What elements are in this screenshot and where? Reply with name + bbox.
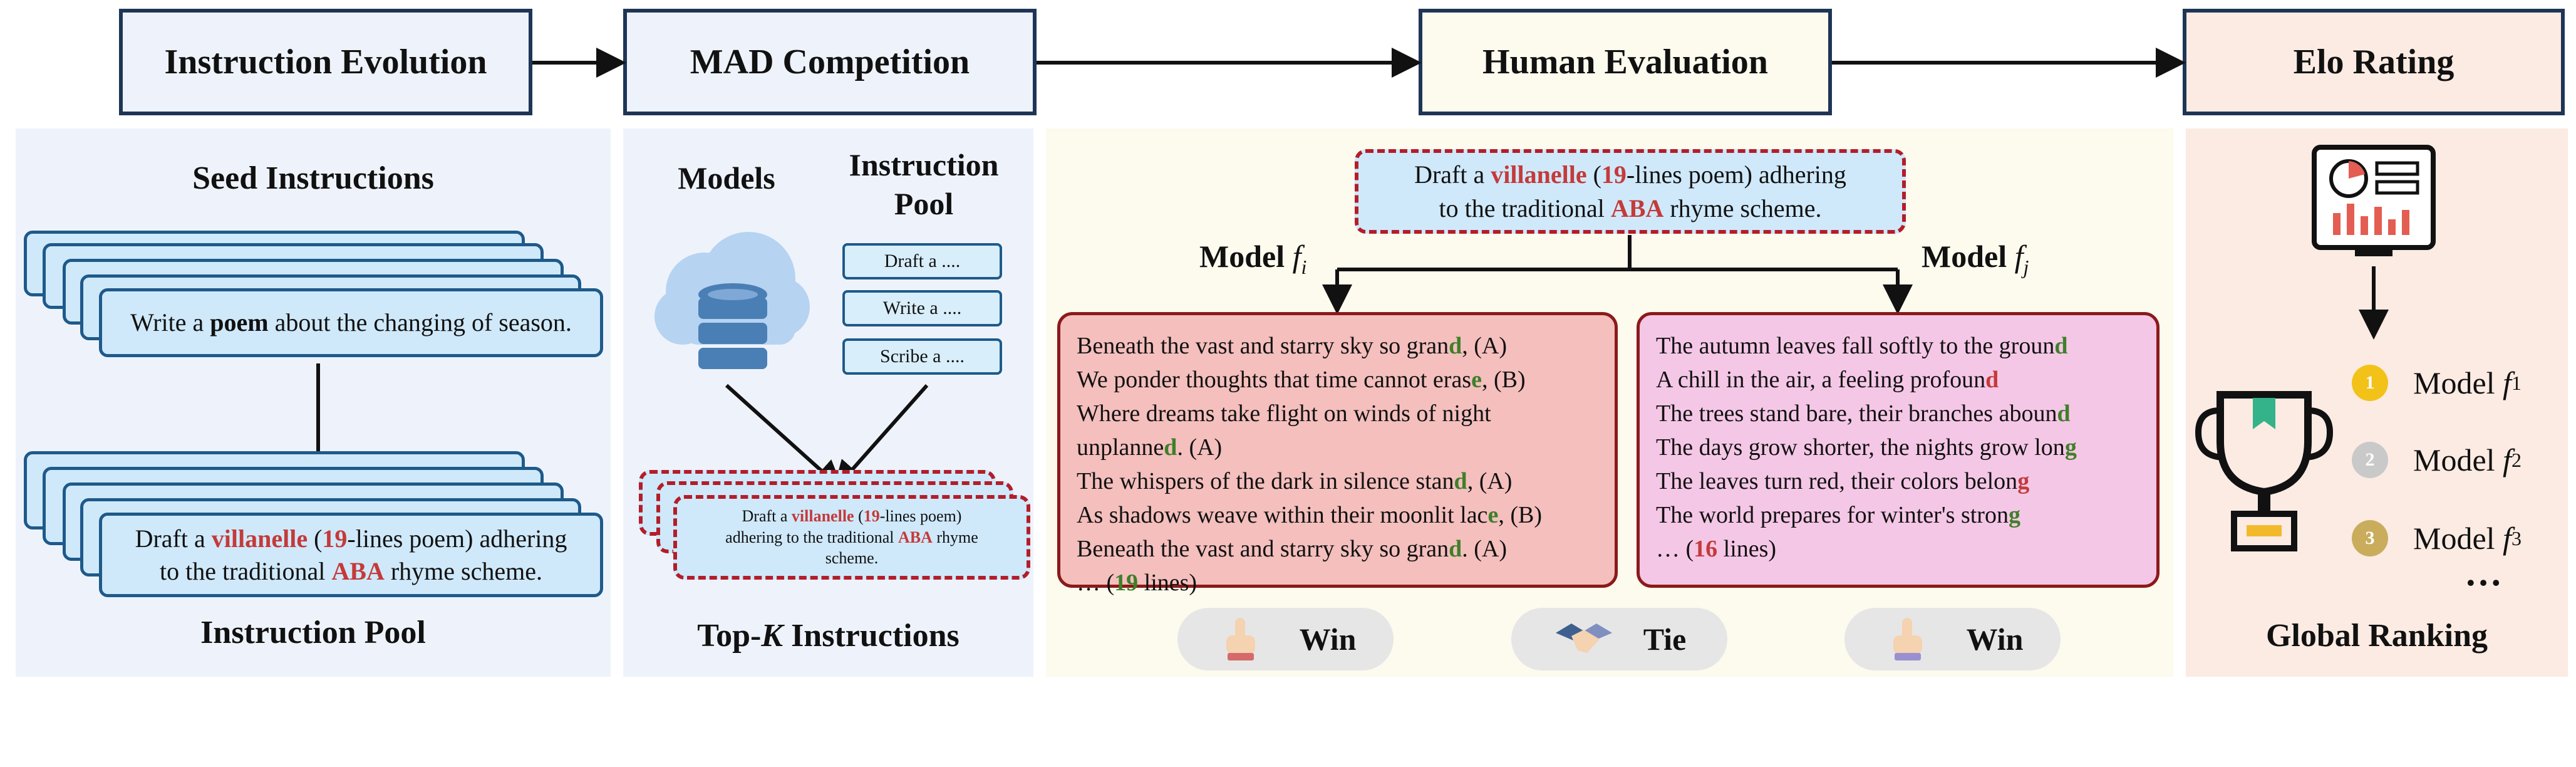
ranking-ellipsis: … xyxy=(2465,552,2502,593)
seed-instructions-title: Seed Instructions xyxy=(192,160,434,196)
bronze-medal-icon: 3 xyxy=(2352,520,2388,556)
win-right-button[interactable]: Win xyxy=(1844,608,2061,670)
arrow-pool-to-topk xyxy=(833,384,929,491)
response-line: The autumn leaves fall softly to the gro… xyxy=(1656,333,2068,359)
handshake-icon xyxy=(1555,624,1612,653)
topk-instruction-card: Draft a villanelle (19-lines poem)adheri… xyxy=(673,495,1030,580)
instruction-pool-title: Instruction Pool xyxy=(200,615,426,650)
topk-instructions-title: Top-K Instructions xyxy=(697,618,960,654)
arrow-instruction-to-responses xyxy=(1337,235,1632,271)
evaluated-instruction-card: Draft a villanelle (19-lines poem) adher… xyxy=(1355,149,1906,234)
dashboard-icon xyxy=(2312,145,2436,256)
stage-instruction-evolution: Instruction Evolution xyxy=(119,9,532,115)
pointing-hand-icon xyxy=(1226,618,1255,660)
tie-button[interactable]: Tie xyxy=(1511,608,1727,670)
pool-item: Draft a .... xyxy=(842,243,1002,279)
gold-medal-icon: 1 xyxy=(2352,365,2388,401)
model-i-label: Model fi xyxy=(1199,239,1307,278)
seed-keyword: poem xyxy=(210,308,269,337)
response-model-j: The autumn leaves fall softly to the gro… xyxy=(1637,312,2160,588)
win-left-button[interactable]: Win xyxy=(1177,608,1394,670)
pool-item: Write a .... xyxy=(842,290,1002,326)
response-line: The whispers of the dark in silence stan… xyxy=(1077,468,1513,494)
response-model-i: Beneath the vast and starry sky so grand… xyxy=(1057,312,1618,596)
evolved-instruction-card: Draft a villanelle (19-lines poem) adher… xyxy=(99,513,603,597)
response-line: Beneath the vast and starry sky so grand… xyxy=(1077,536,1508,562)
global-ranking-title: Global Ranking xyxy=(2265,618,2488,654)
response-line: The world prepares for winter's strong xyxy=(1656,502,2020,528)
models-title: Models xyxy=(678,160,775,196)
mad-competition-panel xyxy=(623,128,1033,677)
stage-human-evaluation: Human Evaluation xyxy=(1419,9,1832,115)
pointing-hand-icon xyxy=(1893,618,1922,660)
response-line: Where dreams take flight on winds of nig… xyxy=(1077,400,1491,427)
response-line: As shadows weave within their moonlit la… xyxy=(1077,502,1542,528)
pool-item: Scribe a .... xyxy=(842,338,1002,375)
cloud-database-icon xyxy=(654,232,810,369)
seed-instruction-card: Write a poem about the changing of seaso… xyxy=(99,288,603,357)
arrow-models-to-topk xyxy=(725,384,844,491)
response-line: A chill in the air, a feeling profound xyxy=(1656,367,1999,393)
response-line: The trees stand bare, their branches abo… xyxy=(1656,400,2071,427)
response-line: The leaves turn red, their colors belong xyxy=(1656,468,2030,494)
line-count: … (19 lines) xyxy=(1077,570,1197,596)
response-line: The days grow shorter, the nights grow l… xyxy=(1656,434,2077,461)
stage-elo-rating: Elo Rating xyxy=(2183,9,2565,115)
line-count: … (16 lines) xyxy=(1656,536,1777,562)
response-line: unplanned. (A) xyxy=(1077,434,1223,461)
response-line: We ponder thoughts that time cannot eras… xyxy=(1077,367,1526,393)
model-j-label: Model fj xyxy=(1922,239,2029,278)
silver-medal-icon: 2 xyxy=(2352,442,2388,478)
response-line: Beneath the vast and starry sky so grand… xyxy=(1077,333,1508,359)
stage-mad-competition: MAD Competition xyxy=(623,9,1037,115)
trophy-icon xyxy=(2195,391,2333,551)
